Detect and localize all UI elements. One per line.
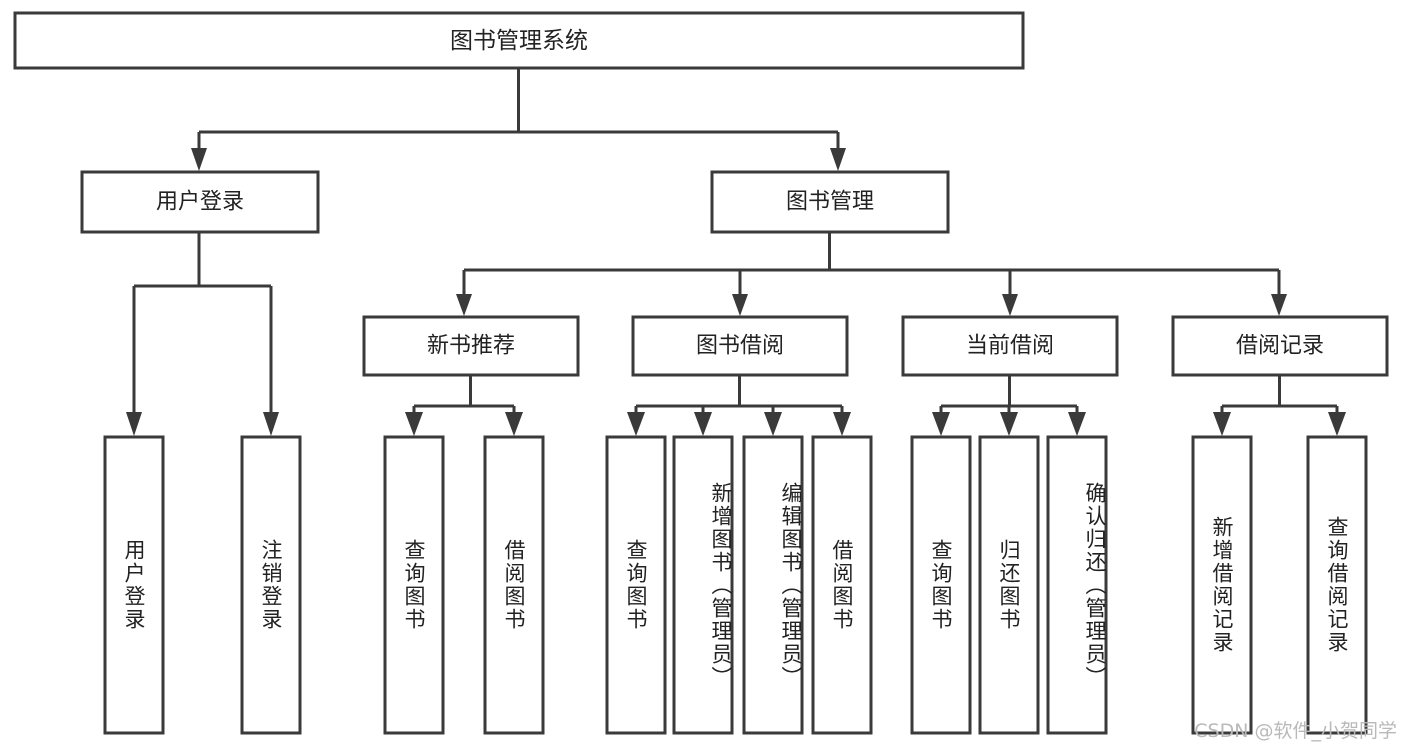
node-root[interactable]: 图书管理系统 — [13, 11, 1025, 70]
arrow-head-user-login — [191, 148, 207, 171]
node-book-borrow-box[interactable] — [631, 315, 849, 377]
arrow-head-borrow-record — [1271, 294, 1287, 316]
node-root-label: 图书管理系统 — [450, 28, 588, 54]
node-leaf-query-book-2-box[interactable] — [605, 435, 667, 735]
connector-group — [126, 68, 1346, 436]
node-leaf-add-record-box[interactable] — [1191, 435, 1253, 735]
arrow-head-leaf-user-login — [126, 412, 142, 436]
node-borrow-record[interactable]: 借阅记录 — [1171, 315, 1389, 377]
node-book-manage-label: 图书管理 — [786, 190, 874, 215]
node-user-login-box[interactable] — [80, 170, 320, 234]
arrow-head-leaf-confirm-return — [1068, 412, 1086, 436]
node-current-borrow[interactable]: 当前借阅 — [901, 315, 1119, 377]
node-leaf-add-book-box[interactable] — [672, 435, 734, 735]
arrow-head-leaf-query-book-2 — [627, 412, 645, 436]
node-leaf-user-login-box[interactable] — [103, 435, 165, 735]
node-leaf-query-record-box[interactable] — [1306, 435, 1368, 735]
arrow-head-leaf-query-book-3 — [932, 412, 950, 436]
node-root-box[interactable] — [13, 11, 1025, 70]
watermark-text: CSDN @软件_小贺同学 — [1194, 720, 1397, 742]
arrow-head-book-manage — [830, 148, 846, 171]
node-book-manage-box[interactable] — [710, 170, 950, 234]
node-book-borrow-label: 图书借阅 — [696, 334, 784, 359]
leaf-box-group — [103, 435, 1368, 735]
arrow-head-leaf-logout — [263, 412, 279, 436]
node-new-book-rec-label: 新书推荐 — [427, 334, 515, 359]
node-leaf-query-book-3-box[interactable] — [910, 435, 972, 735]
node-leaf-logout-box[interactable] — [240, 435, 302, 735]
arrow-head-leaf-return-book — [1000, 412, 1018, 436]
node-user-login-label: 用户登录 — [156, 190, 244, 215]
arrow-head-new-book-rec — [456, 294, 472, 316]
node-borrow-record-box[interactable] — [1171, 315, 1389, 377]
node-current-borrow-box[interactable] — [901, 315, 1119, 377]
node-new-book-rec-box[interactable] — [362, 315, 580, 377]
arrow-head-leaf-query-book-1 — [405, 412, 423, 436]
node-leaf-return-book-box[interactable] — [978, 435, 1040, 735]
node-book-manage[interactable]: 图书管理 — [710, 170, 950, 234]
node-book-borrow[interactable]: 图书借阅 — [631, 315, 849, 377]
arrow-head-leaf-borrow-book-1 — [505, 412, 523, 436]
node-borrow-record-label: 借阅记录 — [1236, 334, 1324, 359]
node-leaf-query-book-1-box[interactable] — [383, 435, 445, 735]
arrow-head-leaf-add-record — [1213, 412, 1231, 436]
node-leaf-borrow-book-2-box[interactable] — [811, 435, 873, 735]
node-leaf-edit-book-box[interactable] — [742, 435, 804, 735]
arrow-head-book-borrow — [732, 294, 748, 316]
node-leaf-borrow-book-1-box[interactable] — [483, 435, 545, 735]
arrow-head-current-borrow — [1002, 294, 1018, 316]
arrow-head-leaf-query-record — [1328, 412, 1346, 436]
arrow-head-leaf-borrow-book-2 — [833, 412, 851, 436]
arrow-head-leaf-edit-book — [764, 412, 782, 436]
node-user-login[interactable]: 用户登录 — [80, 170, 320, 234]
node-current-borrow-label: 当前借阅 — [966, 334, 1054, 359]
node-leaf-confirm-return-box[interactable] — [1046, 435, 1108, 735]
node-new-book-rec[interactable]: 新书推荐 — [362, 315, 580, 377]
arrow-head-leaf-add-book — [694, 412, 712, 436]
